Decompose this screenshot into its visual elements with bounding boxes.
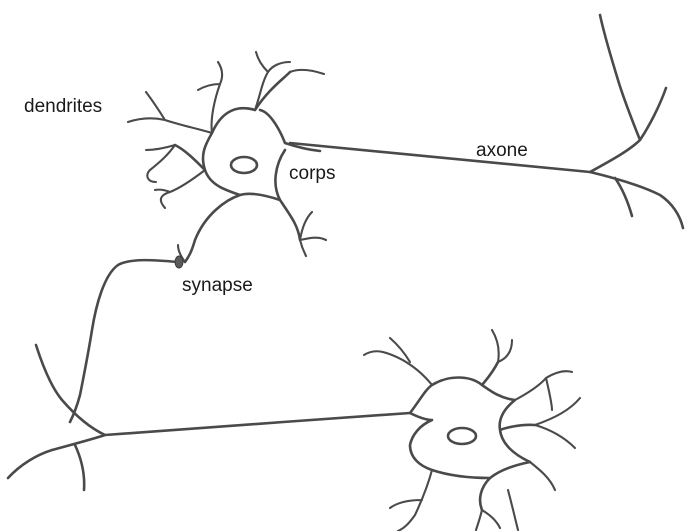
lower-axon-terminal-to-synapse: [70, 260, 178, 422]
synapse-connection: [70, 256, 183, 422]
lower-neuron-cell-body: [410, 362, 535, 510]
cell-body-label: corps: [289, 164, 335, 183]
upper-neuron-nucleus: [231, 157, 257, 173]
synapse-terminal: [175, 256, 183, 268]
lower-dendrite-1: [364, 338, 432, 385]
lower-neuron-nucleus: [448, 428, 476, 444]
upper-dendrite-7: [300, 212, 326, 256]
upper-neuron: [128, 15, 683, 262]
lower-dendrite-4: [535, 398, 580, 448]
axon-label: axone: [476, 141, 528, 160]
lower-dendrite-5: [476, 462, 555, 530]
synapse-label: synapse: [182, 276, 253, 295]
upper-axon-terminal: [590, 15, 683, 228]
lower-dendrite-3: [515, 371, 572, 410]
upper-dendrite-5: [146, 145, 175, 182]
dendrites-label: dendrites: [24, 97, 102, 116]
lower-neuron: [8, 330, 580, 531]
lower-axon-left-branches: [8, 345, 105, 490]
lower-dendrite-6: [390, 470, 432, 531]
upper-dendrite-6: [155, 170, 205, 208]
upper-dendrite-1: [128, 92, 212, 133]
upper-dendrite-4: [290, 70, 324, 74]
lower-axon: [105, 413, 410, 435]
lower-dendrite-2: [492, 330, 512, 362]
